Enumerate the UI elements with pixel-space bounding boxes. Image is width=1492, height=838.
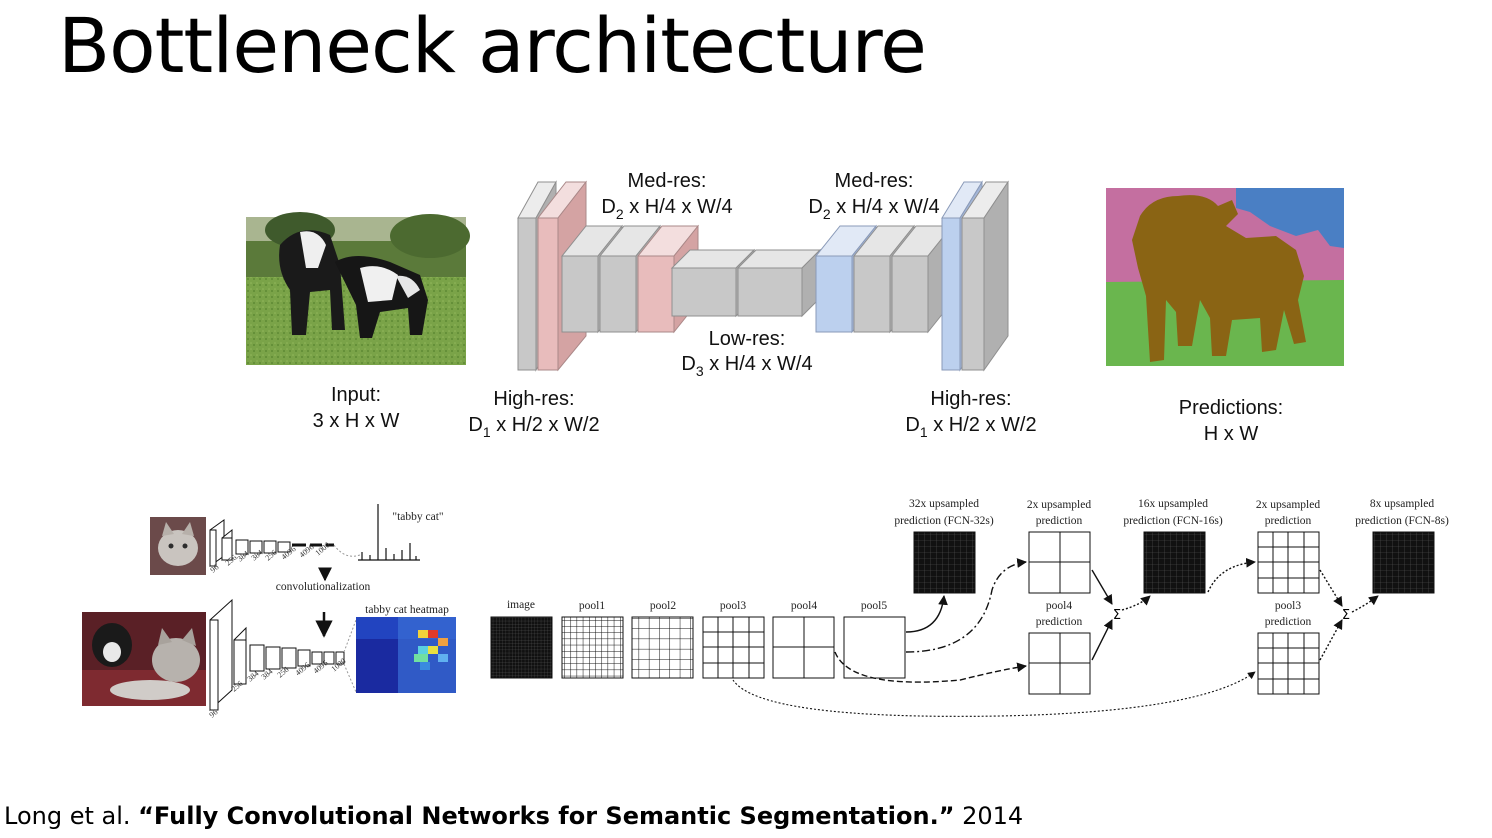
pool3-pred-label-line1: pool3 (1275, 600, 1301, 612)
pred8-label-line1: 8x upsampled (1370, 498, 1434, 510)
pool4-pred-label-line2: prediction (1036, 616, 1083, 628)
citation-paper-title: “Fully Convolutional Networks for Semant… (138, 802, 955, 830)
fcn-convolutionalization-figure: "tabby cat" 96 256 384 384 256 4096 4096… (82, 504, 456, 720)
svg-text:1000: 1000 (314, 540, 332, 557)
citation-authors: Long et al. (4, 802, 139, 830)
cat-photo-small (150, 517, 206, 575)
sum-node-1: Σ (1113, 608, 1121, 623)
fcn16s-output (1143, 531, 1206, 594)
citation-year: 2014 (954, 802, 1024, 830)
upsampled-2x-grid-a (1028, 531, 1091, 594)
pool5-grid (843, 616, 906, 679)
pred32-label-line2: prediction (FCN-32s) (894, 515, 994, 527)
heatmap-label: tabby cat heatmap (365, 604, 449, 616)
med-res-encoder-block (560, 224, 700, 334)
med-res-left-label: Med-res: (628, 170, 707, 192)
med-res-right-label: Med-res: (835, 170, 914, 192)
med-res-left-dims: D2 x H/4 x W/4 (601, 196, 732, 222)
encoder-decoder-blocks (517, 180, 1009, 372)
pred16-label-line2: prediction (FCN-16s) (1123, 515, 1223, 527)
connection-arrows (732, 557, 1379, 717)
high-res-decoder-block (941, 180, 1009, 372)
fcn8s-output (1372, 531, 1435, 594)
svg-text:pool5: pool5 (861, 600, 887, 612)
low-res-bottleneck-block (670, 248, 822, 318)
high-res-left-dims: D1 x H/2 x W/2 (468, 414, 599, 440)
convolutionalization-label: convolutionalization (276, 581, 371, 593)
pool3-pred-label-line2: prediction (1265, 616, 1312, 628)
pool4-grid (772, 616, 835, 679)
image-grid (490, 616, 553, 679)
up2a-label-line2: prediction (1036, 515, 1083, 527)
pool4-pred-label-line1: pool4 (1046, 600, 1072, 612)
fcn32s-output (913, 531, 976, 594)
pool2-grid (631, 616, 694, 679)
pred32-label-line1: 32x upsampled (909, 498, 979, 510)
top-labels: Input: 3 x H x W High-res: D1 x H/2 x W/… (313, 170, 1284, 445)
svg-text:pool4: pool4 (791, 600, 817, 612)
stage-labels: image pool1 pool2 pool3 pool4 pool5 (507, 599, 887, 612)
svg-text:pool1: pool1 (579, 600, 605, 612)
svg-text:96: 96 (209, 562, 221, 574)
high-res-left-label: High-res: (493, 388, 574, 410)
segmentation-output (1106, 188, 1344, 366)
class-score-bars (358, 504, 420, 561)
up2b-label-line1: 2x upsampled (1256, 499, 1320, 511)
pool3-grid (702, 616, 765, 679)
fully-convolutional-net-layers (209, 598, 345, 712)
up2a-label-line1: 2x upsampled (1027, 499, 1091, 511)
svg-text:image: image (507, 599, 535, 611)
classification-net-layers (209, 519, 334, 567)
tabby-cat-heatmap (356, 617, 456, 693)
predictions-label: Predictions: (1179, 397, 1284, 419)
input-dims: 3 x H x W (313, 410, 400, 432)
pred16-label-line1: 16x upsampled (1138, 498, 1208, 510)
slide-title: Bottleneck architecture (58, 1, 927, 90)
pool4-prediction-grid (1028, 632, 1091, 695)
med-res-decoder-block (814, 224, 954, 334)
up2b-label-line2: prediction (1265, 515, 1312, 527)
pool1-grid (561, 616, 624, 679)
low-res-dims: D3 x H/4 x W/4 (681, 353, 812, 379)
low-res-label: Low-res: (709, 328, 786, 350)
cat-dog-photo (82, 612, 206, 706)
input-photo (246, 212, 470, 365)
predictions-dims: H x W (1204, 423, 1259, 445)
sum-node-2: Σ (1342, 608, 1350, 623)
high-res-right-label: High-res: (930, 388, 1011, 410)
svg-text:pool3: pool3 (720, 600, 746, 612)
fcn-skip-architecture: image pool1 pool2 pool3 pool4 pool5 32x … (490, 498, 1449, 717)
tabby-cat-label: "tabby cat" (392, 511, 443, 523)
high-res-right-dims: D1 x H/2 x W/2 (905, 414, 1036, 440)
upsampled-2x-grid-b (1257, 531, 1320, 594)
citation: Long et al. “Fully Convolutional Network… (4, 802, 1023, 830)
svg-text:96: 96 (208, 707, 220, 719)
input-label: Input: (331, 384, 381, 406)
svg-text:pool2: pool2 (650, 600, 676, 612)
pred8-label-line2: prediction (FCN-8s) (1355, 515, 1449, 527)
med-res-right-dims: D2 x H/4 x W/4 (808, 196, 939, 222)
pool3-prediction-grid (1257, 632, 1320, 695)
